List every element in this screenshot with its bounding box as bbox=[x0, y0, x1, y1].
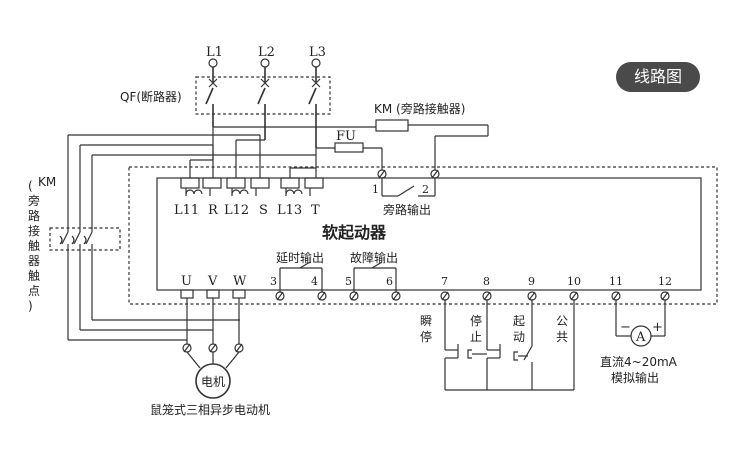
input-r: R bbox=[208, 203, 219, 218]
motor-caption: 鼠笼式三相异步电动机 bbox=[150, 402, 270, 417]
input-terminal-blocks bbox=[180, 177, 324, 196]
bypass-terminal-1: 1 bbox=[372, 183, 379, 196]
meter-plus: + bbox=[652, 320, 663, 335]
bypass-contactor-coil: KM (旁路接触器) bbox=[213, 101, 489, 170]
svg-text:(: ( bbox=[28, 179, 33, 193]
motor: 电机 鼠笼式三相异步电动机 bbox=[150, 363, 270, 417]
input-l13: L13 bbox=[277, 203, 302, 218]
fault-output-relay: 故障输出 bbox=[350, 250, 398, 292]
svg-text:4: 4 bbox=[311, 275, 318, 288]
fault-output-label: 故障输出 bbox=[350, 250, 398, 265]
stop-switch: 停 止 bbox=[467, 300, 501, 390]
svg-text:12: 12 bbox=[658, 275, 672, 288]
output-w: W bbox=[233, 274, 247, 289]
svg-text:8: 8 bbox=[483, 275, 490, 288]
svg-text:起: 起 bbox=[513, 314, 525, 328]
control-switches: 瞬 停 停 止 起 动 公 bbox=[420, 300, 575, 391]
bypass-output-label: 旁路输出 bbox=[383, 202, 431, 217]
bypass-contactor-contacts: KM ( 旁 路 接 触 器 触 点 ) bbox=[28, 135, 240, 341]
supply-l2-label: L2 bbox=[258, 45, 275, 60]
svg-text:停: 停 bbox=[470, 313, 482, 328]
svg-text:5: 5 bbox=[345, 275, 352, 288]
svg-text:9: 9 bbox=[528, 275, 535, 288]
fuse-fu: FU bbox=[316, 129, 383, 170]
svg-text:动: 动 bbox=[513, 330, 525, 344]
diagram-title-badge: 线路图 bbox=[616, 62, 700, 92]
meter-minus: − bbox=[620, 320, 631, 335]
supply-l3-label: L3 bbox=[309, 45, 326, 60]
svg-text:接: 接 bbox=[28, 223, 40, 238]
supply-terminals: L1 L2 L3 bbox=[206, 45, 326, 82]
delay-output-label: 延时输出 bbox=[276, 250, 324, 265]
svg-text:10: 10 bbox=[567, 275, 581, 288]
soft-starter: 软起动器 L11 R L12 S L13 T bbox=[128, 166, 718, 305]
input-l11: L11 bbox=[174, 203, 199, 218]
instant-stop-switch: 瞬 停 bbox=[420, 300, 459, 390]
svg-text:旁: 旁 bbox=[28, 193, 40, 208]
meter-caption-1: 直流4~20mA bbox=[600, 355, 678, 369]
input-feed-wiring bbox=[68, 127, 317, 178]
common-terminal: 公 共 bbox=[556, 300, 575, 390]
soft-starter-title: 软起动器 bbox=[322, 223, 387, 242]
ammeter-icon: A bbox=[635, 330, 646, 345]
svg-text:点: 点 bbox=[28, 284, 40, 298]
km-contact-vertical-label: ( 旁 路 接 触 器 触 点 ) bbox=[28, 179, 40, 313]
input-l12: L12 bbox=[224, 203, 249, 218]
supply-l1-label: L1 bbox=[206, 45, 223, 60]
svg-text:器: 器 bbox=[28, 254, 40, 268]
output-u: U bbox=[181, 274, 192, 289]
svg-text:7: 7 bbox=[441, 275, 448, 288]
fuse-label: FU bbox=[336, 129, 356, 144]
svg-text:瞬: 瞬 bbox=[420, 314, 432, 328]
control-terminal-screws bbox=[275, 291, 670, 301]
delay-output-relay: 延时输出 bbox=[276, 250, 324, 292]
bypass-output-relay: 1 2 旁路输出 bbox=[372, 169, 440, 217]
svg-text:止: 止 bbox=[470, 330, 482, 344]
bypass-contactor-label: KM (旁路接触器) bbox=[374, 101, 465, 116]
start-switch: 起 动 bbox=[513, 300, 533, 390]
motor-label: 电机 bbox=[201, 375, 225, 389]
input-t: T bbox=[311, 203, 320, 218]
km-contact-label: KM bbox=[38, 175, 56, 189]
meter-caption-2: 模拟输出 bbox=[611, 370, 659, 385]
svg-text:6: 6 bbox=[386, 275, 393, 288]
svg-text:停: 停 bbox=[420, 329, 432, 344]
analog-output-meter: A − + 直流4~20mA 模拟输出 bbox=[600, 300, 678, 385]
svg-text:): ) bbox=[28, 299, 33, 313]
svg-text:公: 公 bbox=[556, 314, 568, 328]
svg-text:3: 3 bbox=[270, 275, 277, 288]
output-v: V bbox=[207, 274, 218, 289]
svg-text:共: 共 bbox=[556, 330, 568, 344]
control-terminals: 3 4 5 6 7 8 9 10 11 12 bbox=[270, 275, 672, 288]
breaker-qf: QF(断路器) bbox=[120, 76, 331, 148]
svg-text:11: 11 bbox=[609, 275, 623, 288]
input-s: S bbox=[259, 203, 268, 218]
svg-text:触: 触 bbox=[28, 269, 40, 283]
breaker-label: QF(断路器) bbox=[120, 89, 182, 104]
svg-text:路: 路 bbox=[28, 208, 40, 223]
bypass-terminal-2: 2 bbox=[422, 183, 429, 196]
motor-wiring bbox=[182, 298, 244, 369]
svg-text:触: 触 bbox=[28, 239, 40, 253]
